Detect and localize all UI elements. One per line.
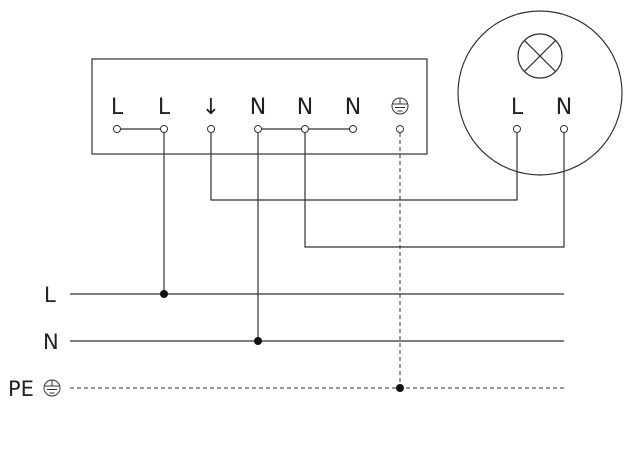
lamp-cross-icon <box>517 33 563 79</box>
protective-earth-icon <box>391 97 409 115</box>
junction-n <box>254 337 262 345</box>
terminal-label-l1: L <box>111 95 124 120</box>
terminal-label-l2: L <box>158 95 171 120</box>
bus-label-n: N <box>43 330 59 354</box>
terminal-label-n3: N <box>345 95 361 120</box>
lamp-terminal-label-l: L <box>511 95 524 120</box>
module-enclosure <box>91 58 428 155</box>
wire-switched-to-lamp-l <box>210 133 518 201</box>
terminal-n3 <box>349 125 357 133</box>
terminal-n1 <box>254 125 262 133</box>
terminal-switched <box>207 125 215 133</box>
wire-n-to-lamp-n <box>304 133 565 248</box>
lamp-terminal-label-n: N <box>556 95 572 120</box>
terminal-label-switched: ↓ <box>202 95 220 120</box>
junction-l <box>160 290 168 298</box>
terminal-l2 <box>160 125 168 133</box>
protective-earth-icon <box>43 379 61 397</box>
bus-label-l: L <box>44 283 56 307</box>
lamp-terminal-n <box>560 125 568 133</box>
terminal-pe <box>396 125 404 133</box>
lamp-terminal-l <box>513 125 521 133</box>
lamp-housing <box>457 10 623 176</box>
terminal-l1 <box>113 125 121 133</box>
bus-label-pe: PE <box>8 377 34 401</box>
junction-pe <box>396 384 404 392</box>
terminal-label-n2: N <box>297 95 313 120</box>
terminal-n2 <box>301 125 309 133</box>
terminal-label-n1: N <box>250 95 266 120</box>
